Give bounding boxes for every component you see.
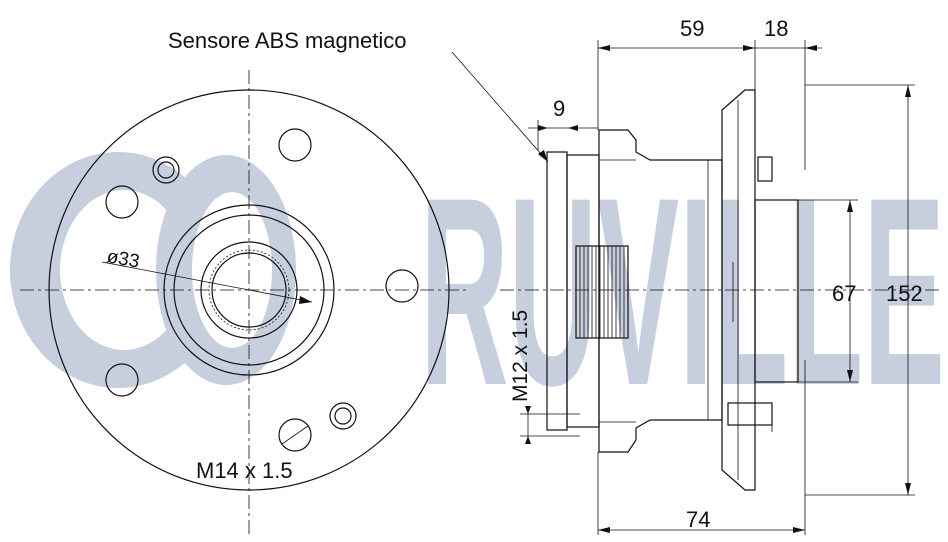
stud-side-top — [757, 156, 773, 182]
spline-teeth — [208, 249, 290, 331]
bolt-hole-5 — [278, 418, 312, 452]
front-view: ø33 M14 x 1.5 — [20, 70, 470, 535]
pilot-boss — [754, 199, 799, 383]
logo-ring-inner — [60, 190, 188, 350]
bore-circle — [211, 252, 287, 328]
stud-1-inner — [157, 161, 175, 179]
dim-59-label: 59 — [680, 16, 704, 41]
dim-9-label: 9 — [553, 96, 565, 121]
abs-sensor-arrow — [538, 150, 548, 162]
bore-dimension-leader — [101, 261, 313, 303]
hub-inner-ring — [173, 214, 325, 366]
bolt-hole-3 — [385, 269, 419, 303]
bolt-thread-label: M12 x 1.5 — [509, 310, 532, 402]
bolt-hole-4 — [105, 363, 139, 397]
ruville-logo-watermark: RUVILLE — [10, 141, 945, 441]
abs-sensor-leader — [451, 51, 549, 163]
logo-ring-second-inner — [192, 192, 272, 348]
stud-thread-label: M14 x 1.5 — [196, 458, 293, 483]
abs-sensor-callout: Sensore ABS magnetico — [168, 28, 549, 163]
side-view — [500, 89, 940, 491]
dim-67-label: 67 — [832, 281, 856, 306]
flange-outline — [48, 89, 450, 491]
dim-74-label: 74 — [686, 507, 710, 532]
watermark-text: RUVILLE — [420, 141, 945, 441]
flange-side — [721, 89, 756, 491]
bolt-hole-1 — [278, 128, 312, 162]
dim-152-label: 152 — [886, 281, 923, 306]
hub-outer-ring — [163, 204, 335, 376]
bolt-hole-5-leader — [281, 425, 309, 445]
spline-box — [575, 245, 629, 339]
stud-2-outer — [329, 402, 357, 430]
spline-outer — [200, 241, 298, 339]
stud-1-outer — [152, 156, 180, 184]
spline-section — [575, 245, 629, 339]
dim-18-label: 18 — [764, 16, 788, 41]
dimensions: 59 18 9 67 152 74 M12 x 1.5 — [509, 16, 923, 535]
bolt-hole-2 — [105, 185, 139, 219]
stud-2-inner — [334, 407, 352, 425]
abs-sensor-label: Sensore ABS magnetico — [168, 28, 406, 53]
bore-arrow — [299, 296, 312, 304]
